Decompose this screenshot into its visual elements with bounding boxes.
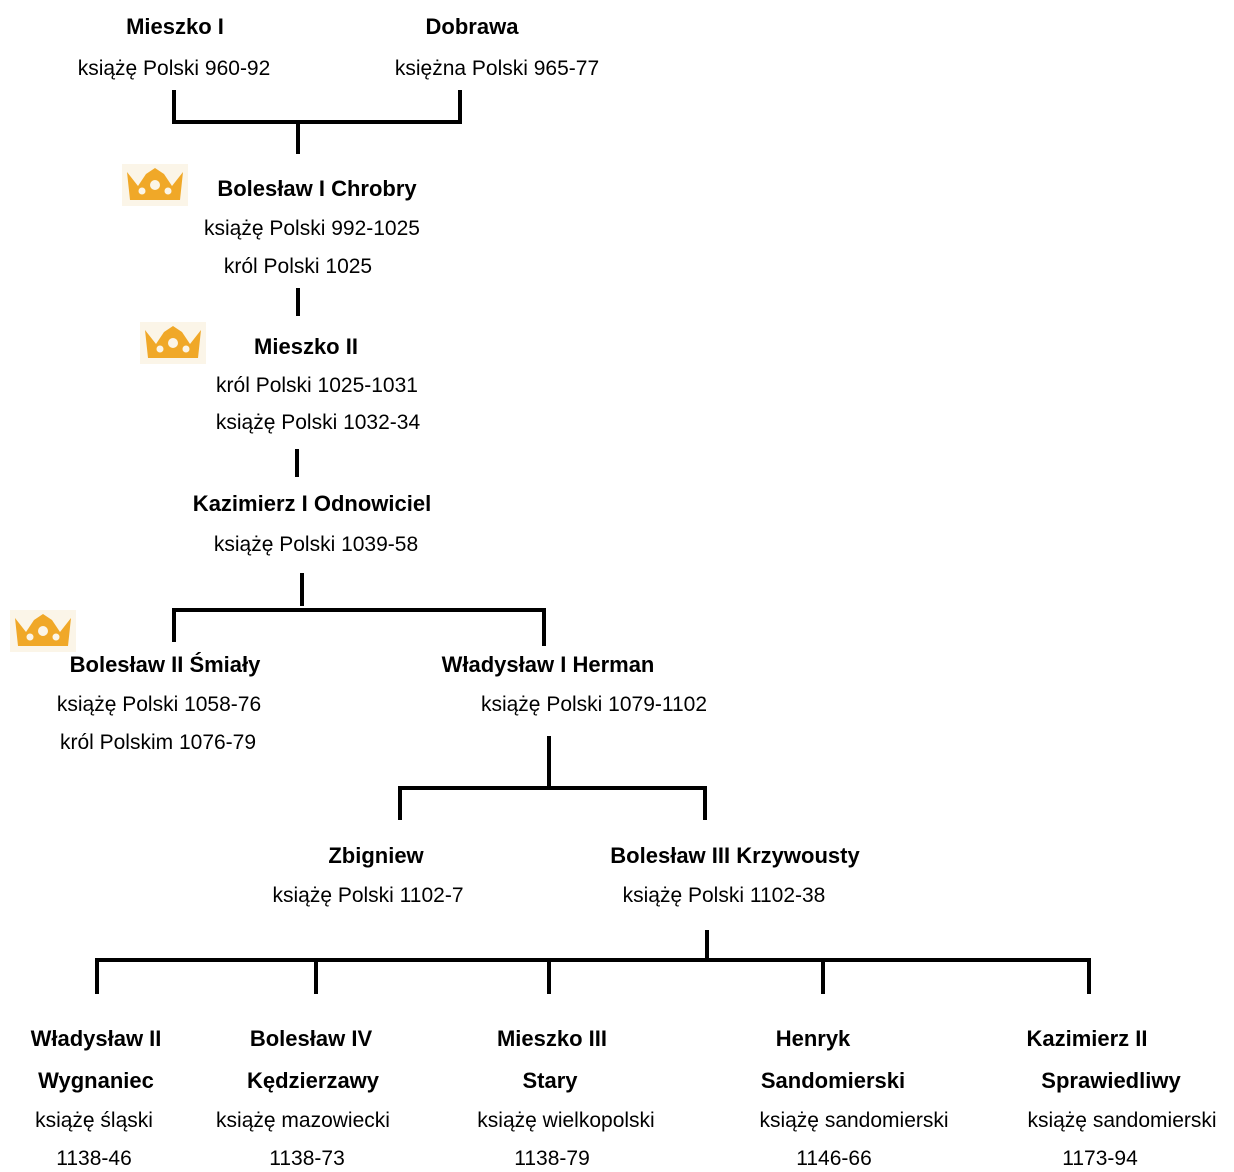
person-title: książę Polski 1102-38 [622, 884, 826, 907]
crown-jewel [38, 626, 48, 636]
person-name: Kazimierz II [1026, 1026, 1148, 1051]
person-title: król Polski 1025 [223, 255, 373, 278]
crown-icon [122, 164, 188, 206]
crown-icon [140, 322, 206, 364]
person-title: książę Polski 1058-76 [56, 693, 262, 716]
person-name: Henryk [775, 1026, 851, 1051]
crown-icon [10, 610, 76, 652]
person-name: Bolesław II Śmiały [69, 652, 261, 677]
person-title: król Polskim 1076-79 [59, 731, 257, 754]
person-name: Mieszko I [126, 14, 224, 39]
crown-jewel [52, 633, 60, 641]
person-name: Władysław I Herman [441, 652, 655, 677]
crown-jewel [156, 345, 164, 353]
person-years: 1138-73 [269, 1147, 345, 1170]
person-title: książę sandomierski [1027, 1109, 1217, 1132]
person-title: książę Polski 1039-58 [213, 533, 419, 556]
person-years: 1138-46 [56, 1147, 132, 1170]
person-name: Bolesław III Krzywousty [610, 843, 860, 868]
person-years: 1146-66 [796, 1147, 872, 1170]
person-name: Kędzierzawy [246, 1068, 380, 1093]
person-name: Wygnaniec [38, 1068, 154, 1093]
person-title: książę Polski 1032-34 [215, 411, 421, 434]
crown-jewel [168, 338, 178, 348]
person-name: Bolesław I Chrobry [217, 176, 417, 201]
person-name: Dobrawa [425, 14, 519, 39]
person-title: książę Polski 992-1025 [204, 217, 420, 240]
person-name: Sprawiedliwy [1041, 1068, 1181, 1093]
person-title: książę wielkopolski [477, 1109, 655, 1132]
person-name: Mieszko III [496, 1026, 608, 1051]
person-title: księżna Polski 965-77 [394, 57, 600, 80]
person-name: Bolesław IV [249, 1026, 373, 1051]
person-name: Mieszko II [254, 334, 358, 359]
crown-jewel [26, 633, 34, 641]
person-name: Kazimierz I Odnowiciel [192, 491, 432, 516]
person-name: Sandomierski [760, 1068, 906, 1093]
person-years: 1138-79 [514, 1147, 590, 1170]
person-title: książę Polski 960-92 [77, 57, 271, 80]
crown-jewel [138, 187, 146, 195]
crown-jewel [150, 180, 160, 190]
person-name: Władysław II [30, 1026, 162, 1051]
person-title: książę mazowiecki [216, 1109, 390, 1132]
person-title: król Polski 1025-1031 [216, 374, 418, 397]
crown-jewel [164, 187, 172, 195]
person-title: książę Polski 1079-1102 [480, 693, 708, 716]
person-title: książę sandomierski [759, 1109, 949, 1132]
person-name: Stary [522, 1068, 578, 1093]
person-years: 1173-94 [1062, 1147, 1138, 1170]
person-title: książę śląski [35, 1109, 153, 1132]
person-title: książę Polski 1102-7 [272, 884, 464, 907]
person-name: Zbigniew [328, 843, 424, 868]
crown-jewel [182, 345, 190, 353]
